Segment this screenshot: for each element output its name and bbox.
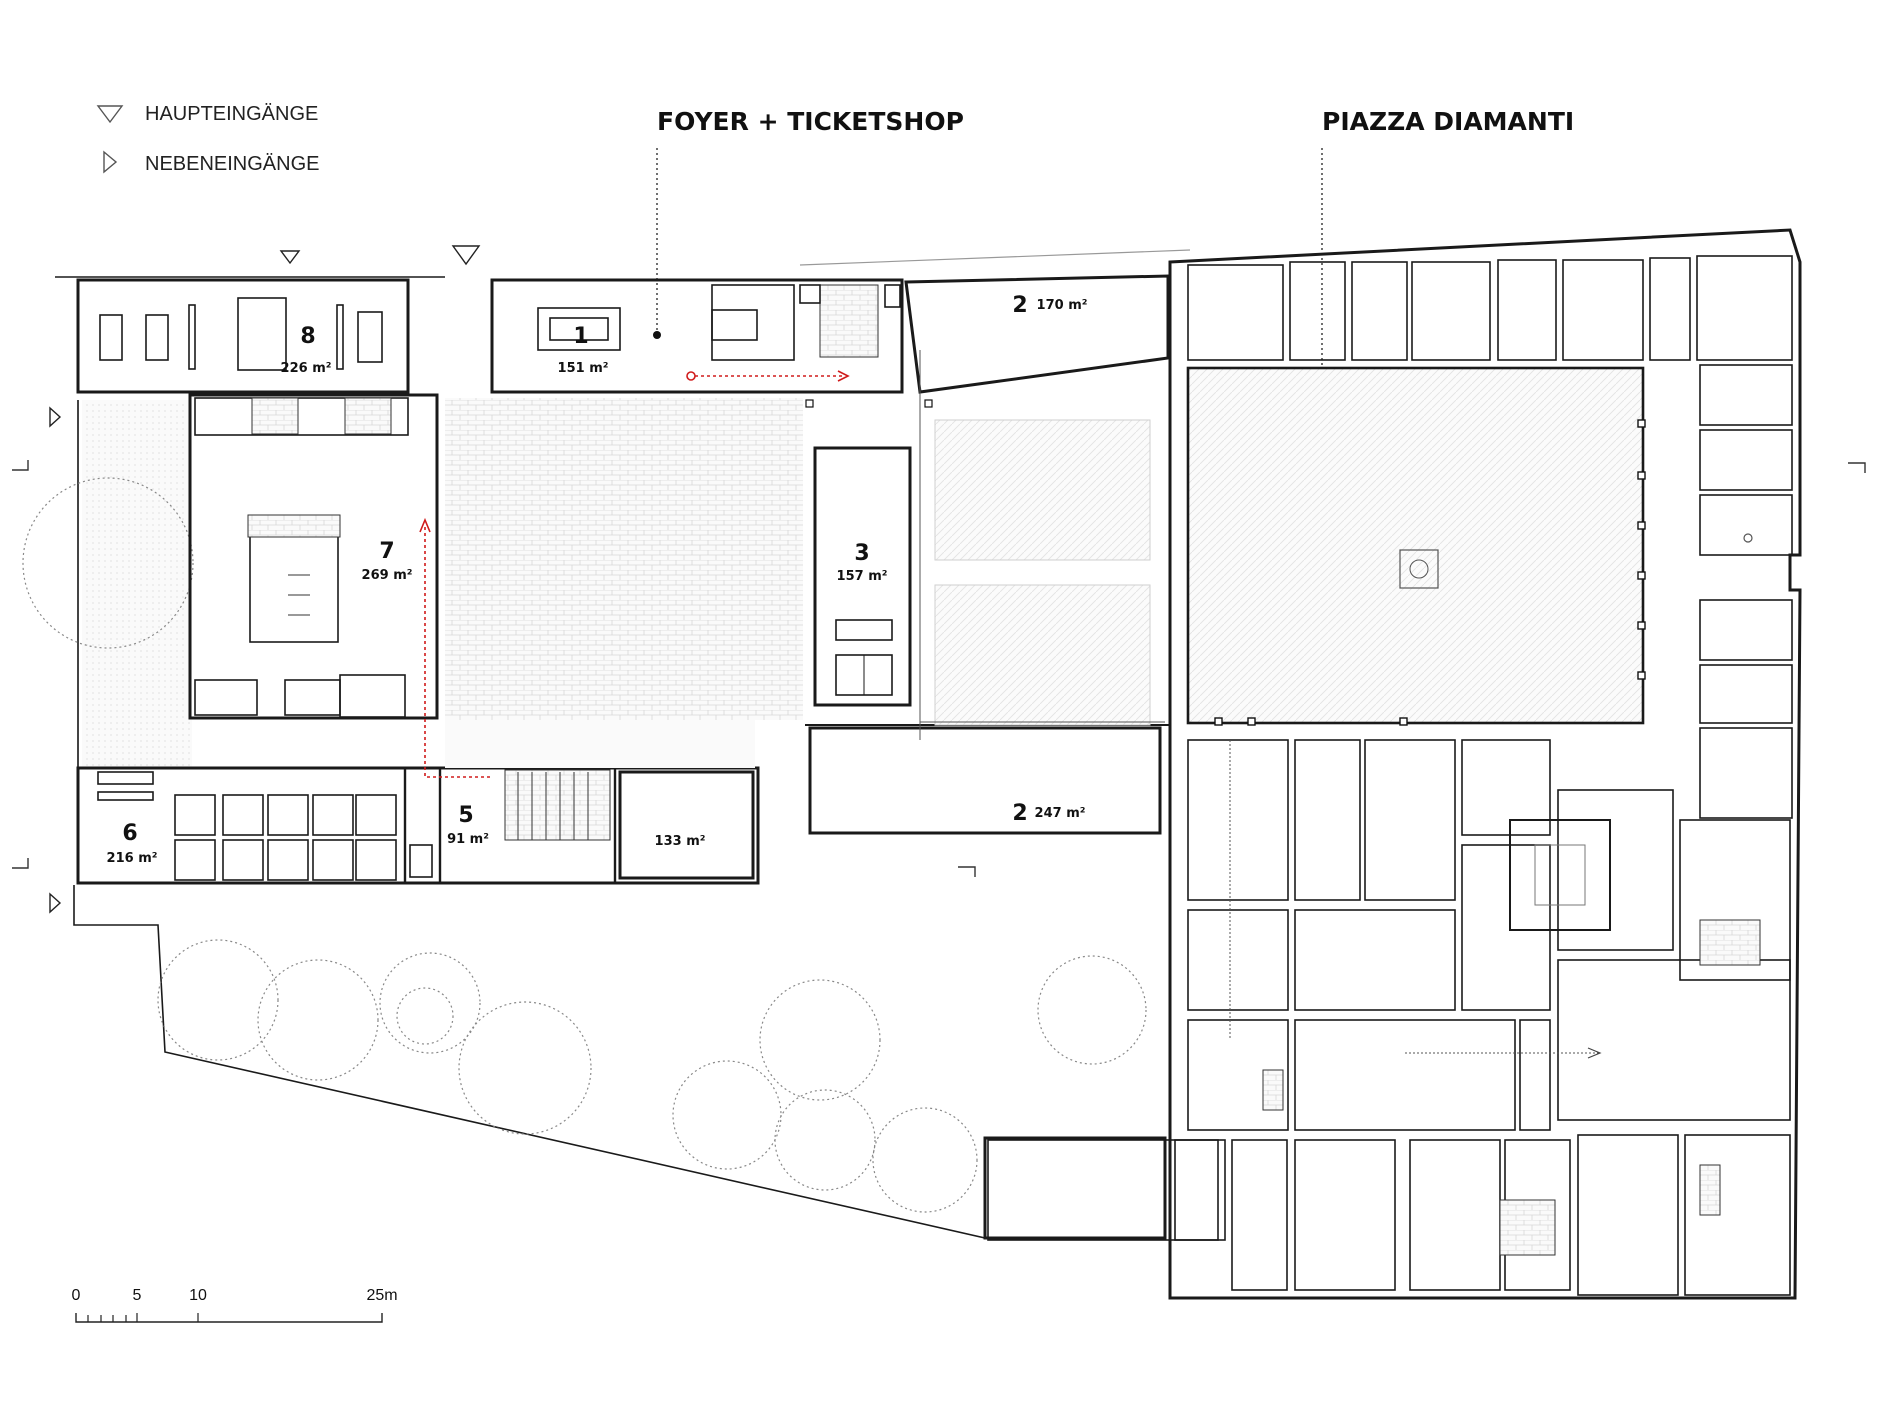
room-6-label: 6 216 m² xyxy=(107,821,158,866)
main-entrance-marker-icon xyxy=(279,250,301,265)
legend-main-entrances: HAUPTEINGÄNGE xyxy=(145,103,318,125)
svg-text:170 m²: 170 m² xyxy=(1037,298,1088,313)
room-labels: 1 151 m² 2 170 m² 2 247 m² 3 157 m² 5 91… xyxy=(107,293,1088,866)
room-7-label: 7 269 m² xyxy=(362,539,413,583)
main-entrance-marker-icon xyxy=(451,245,481,266)
svg-text:247 m²: 247 m² xyxy=(1035,806,1086,821)
room-1-label: 1 151 m² xyxy=(558,324,609,376)
svg-text:216 m²: 216 m² xyxy=(107,851,158,866)
callout-foyer: FOYER + TICKETSHOP xyxy=(653,107,964,339)
room-3-label: 3 157 m² xyxy=(837,541,888,584)
legend: HAUPTEINGÄNGE NEBENEINGÄNGE xyxy=(96,103,319,175)
courtyard xyxy=(445,398,803,720)
foyer-building xyxy=(490,249,1191,394)
svg-text:7: 7 xyxy=(379,539,394,564)
scale-tick-10: 10 xyxy=(189,1287,207,1304)
palazzo xyxy=(987,228,1802,1300)
scale-bar: 0 5 10 25m xyxy=(72,1287,398,1323)
legend-side-entrances: NEBENEINGÄNGE xyxy=(145,153,319,175)
main-entrance-triangle-icon xyxy=(96,105,124,124)
svg-text:133 m²: 133 m² xyxy=(655,834,706,849)
room-2-lower-label: 2 247 m² xyxy=(1012,801,1085,826)
callout-foyer-label: FOYER + TICKETSHOP xyxy=(657,107,964,136)
scale-tick-0: 0 xyxy=(72,1287,81,1304)
svg-text:226 m²: 226 m² xyxy=(281,361,332,376)
svg-text:3: 3 xyxy=(854,541,869,566)
svg-text:91 m²: 91 m² xyxy=(447,832,489,847)
room-8-label: 8 226 m² xyxy=(281,324,332,376)
svg-text:1: 1 xyxy=(573,324,588,349)
scale-tick-25m: 25m xyxy=(366,1287,397,1304)
section-markers xyxy=(12,460,1866,877)
room-3-outline xyxy=(813,446,912,707)
svg-text:2: 2 xyxy=(1012,293,1027,318)
svg-text:5: 5 xyxy=(458,803,473,828)
room-5-label: 5 91 m² xyxy=(447,803,489,847)
side-entrance-marker-icon xyxy=(49,406,62,428)
south-annex xyxy=(983,1136,1167,1240)
svg-text:8: 8 xyxy=(300,324,315,349)
circulation-arrows xyxy=(419,370,850,778)
svg-text:2: 2 xyxy=(1012,801,1027,826)
room-2-lower-outline xyxy=(808,726,1162,835)
svg-text:151 m²: 151 m² xyxy=(558,361,609,376)
callout-piazza-label: PIAZZA DIAMANTI xyxy=(1322,107,1574,136)
room-133-label: 133 m² xyxy=(655,834,706,849)
side-entrance-triangle-icon xyxy=(103,150,118,174)
svg-text:269 m²: 269 m² xyxy=(362,568,413,583)
scale-tick-5: 5 xyxy=(133,1287,142,1304)
svg-text:157 m²: 157 m² xyxy=(837,569,888,584)
side-entrance-marker-icon xyxy=(49,892,62,914)
svg-text:6: 6 xyxy=(122,821,137,846)
west-building xyxy=(55,276,760,885)
room-2-top-label: 2 170 m² xyxy=(1012,293,1087,318)
